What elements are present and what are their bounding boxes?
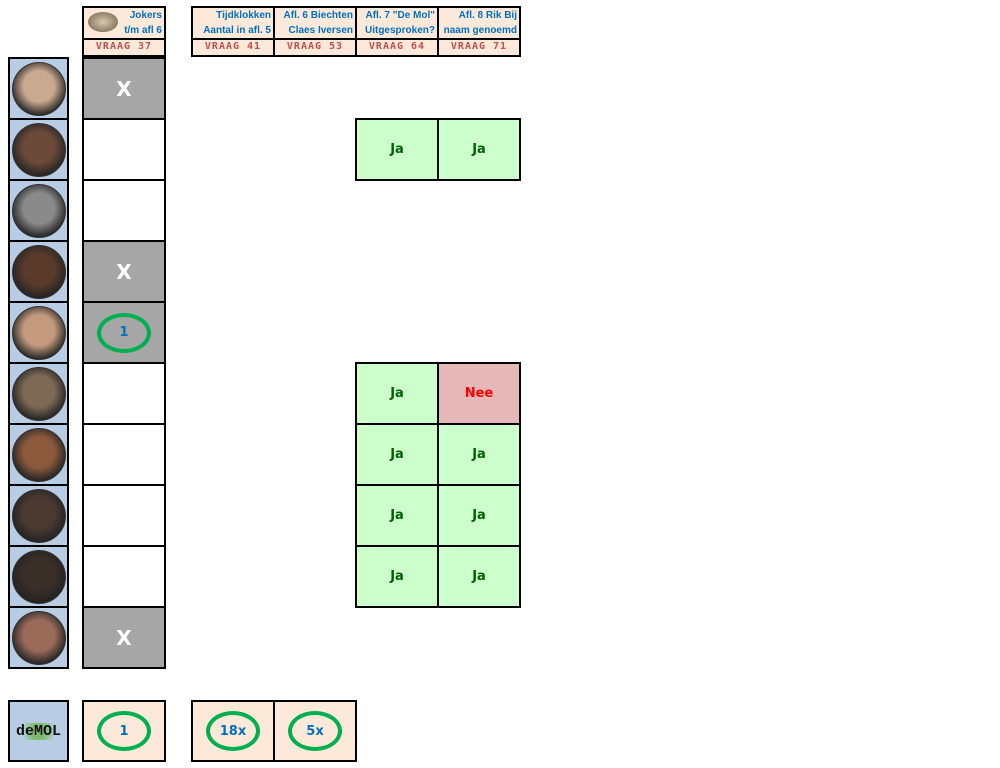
circled-value: 1 [97,312,151,353]
joker-used-mark: X [116,76,132,101]
circled-value: 1 [97,711,151,751]
joker-cell [82,362,166,425]
column-header: Afl. 8 Rik Bij naam genoemd [437,6,521,40]
contestant-photo [11,244,66,299]
answer-text: Ja [390,386,404,401]
joker-cell: 1 [82,301,166,364]
circled-value: 5x [288,711,342,751]
answer-text: Ja [472,569,486,584]
header-line2: Aantal in afl. 5 [203,25,271,36]
vraag-label: VRAAG 64 [355,40,439,57]
vraag-text: VRAAG 41 [204,41,262,52]
contestant-avatar [8,240,69,303]
vraag-text: VRAAG 53 [286,41,344,52]
answer-text: Ja [472,508,486,523]
joker-cell: X [82,240,166,303]
contestant-photo [11,305,66,360]
logo-text: deMOL [15,722,61,740]
afl8-cell: Nee [437,362,521,425]
contestant-avatar [8,606,69,669]
joker-cell [82,545,166,608]
contestant-photo [11,610,66,665]
header-line1: Jokers [129,10,162,21]
afl8-cell: Ja [437,118,521,181]
contestant-avatar [8,484,69,547]
afl7-cell: Ja [355,545,439,608]
header-line1: Afl. 6 Biechten [283,10,353,21]
contestant-avatar [8,179,69,242]
header-line2: naam genoemd [443,25,517,36]
contestant-avatar [8,57,69,120]
header-line2: Claes Iversen [288,25,354,36]
contestant-photo [11,427,66,482]
header-line2: t/m afl 6 [124,25,162,36]
contestant-avatar [8,118,69,181]
vraag-label: VRAAG 41 [191,40,275,57]
circled-value: 18x [206,711,260,751]
afl7-cell: Ja [355,484,439,547]
contestant-photo [11,488,66,543]
answer-text: Ja [390,508,404,523]
contestant-avatar [8,301,69,364]
afl7-cell: Ja [355,423,439,486]
joker-cell [82,118,166,181]
column-header: Afl. 7 "De Mol" Uitgesproken? [355,6,439,40]
header-line1: Tijdklokken [216,10,271,21]
vraag-text: VRAAG 37 [95,41,153,52]
answer-text: Ja [472,447,486,462]
contestant-photo [11,549,66,604]
vraag-label: VRAAG 37 [82,40,166,57]
joker-cell [82,423,166,486]
mol-coin-icon [88,12,118,32]
answer-text: Ja [390,142,404,157]
contestant-photo [11,366,66,421]
contestant-avatar [8,423,69,486]
answer-text: Ja [390,569,404,584]
afl8-cell: Ja [437,545,521,608]
jokers-total-cell: 1 [82,700,166,762]
contestant-photo [11,61,66,116]
joker-cell [82,179,166,242]
joker-cell: X [82,606,166,669]
joker-cell: X [82,57,166,120]
vraag-text: VRAAG 71 [450,41,508,52]
vraag-label: VRAAG 53 [273,40,357,57]
demol-logo: deMOL [8,700,69,762]
vraag-text: VRAAG 64 [368,41,426,52]
contestant-avatar [8,545,69,608]
joker-used-mark: X [116,259,132,284]
contestant-avatar [8,362,69,425]
header-line1: Afl. 8 Rik Bij [458,10,517,21]
contestant-photo [11,122,66,177]
afl8-cell: Ja [437,484,521,547]
answer-text: Ja [472,142,486,157]
biechten-total-cell: 5x [273,700,357,762]
header-line2: Uitgesproken? [364,25,435,36]
afl7-cell: Ja [355,118,439,181]
joker-used-mark: X [116,625,132,650]
joker-cell [82,484,166,547]
afl8-cell: Ja [437,423,521,486]
header-line1: Afl. 7 "De Mol" [365,10,436,21]
answer-text: Ja [390,447,404,462]
contestant-photo [11,183,66,238]
vraag-label: VRAAG 71 [437,40,521,57]
answer-text: Nee [464,386,494,401]
tijdklokken-total-cell: 18x [191,700,275,762]
afl7-cell: Ja [355,362,439,425]
column-header: Jokers t/m afl 6 [82,6,166,40]
